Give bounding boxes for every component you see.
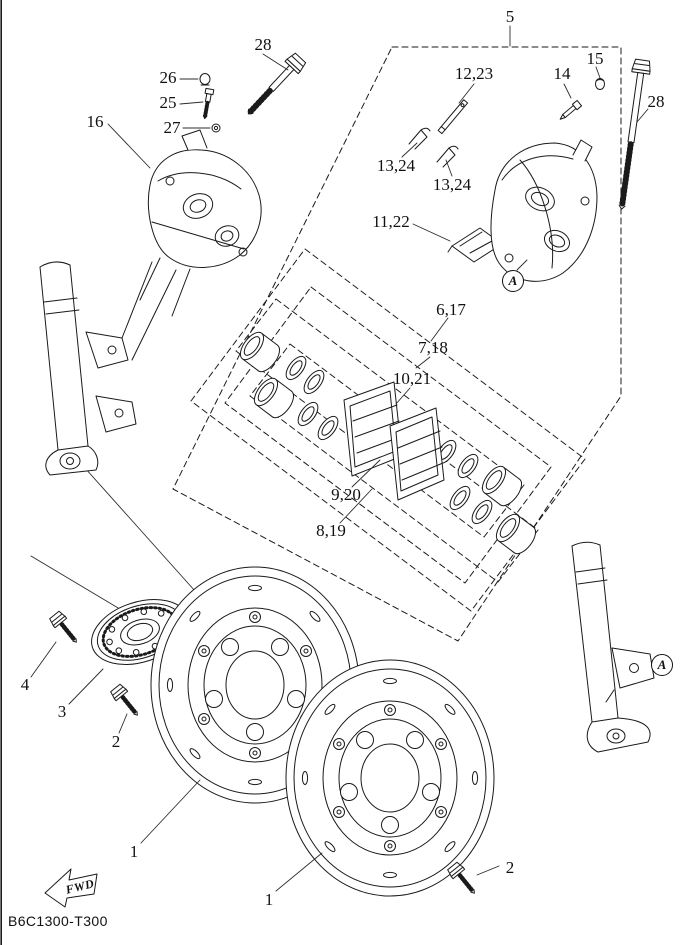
callout-6-17: 6,17: [436, 300, 466, 319]
piston-seal: [299, 366, 329, 398]
piston-seal: [445, 482, 475, 514]
bleed-cap-15: [595, 78, 605, 90]
callout-28-right: 28: [647, 92, 665, 111]
pad-pin-12-23: [437, 99, 469, 135]
seal-kit-boundary-9-20: [235, 298, 525, 538]
callout-5: 5: [505, 7, 515, 26]
marker-a-fork: A: [651, 654, 673, 676]
piston-seal: [313, 412, 343, 444]
callout-28-left: 28: [254, 35, 272, 54]
construction-lines: [30, 457, 213, 622]
callout-27: 27: [163, 118, 181, 137]
callout-1-right: 1: [264, 890, 274, 909]
brake-pad-inner-10-21: [389, 407, 445, 501]
bleed-screw-14: [559, 99, 583, 120]
bleed-screw-25: [202, 87, 215, 120]
callout-4: 4: [20, 675, 30, 694]
seal-kit-boundary-8-19: [249, 343, 539, 583]
piston-seal: [453, 450, 483, 482]
callout-16: 16: [86, 112, 104, 131]
pad-pin-clip-13-24-a: [408, 127, 431, 150]
callout-2-left: 2: [111, 732, 121, 751]
callout-7-18: 7,18: [418, 338, 448, 357]
callout-2-right: 2: [505, 858, 515, 877]
marker-a-caliper: A: [502, 270, 524, 292]
right-fork-leg: [571, 541, 655, 753]
diagram-code: B6C1300-T300: [8, 913, 108, 929]
callout-13-24-b: 13,24: [432, 175, 472, 194]
callout-12-23: 12,23: [454, 64, 494, 83]
washer-27: [211, 123, 221, 133]
piston-seal: [293, 398, 323, 430]
callout-8-19: 8,19: [316, 521, 346, 540]
caliper-bolt-28-left: [247, 52, 307, 115]
callout-13-24-a: 13,24: [376, 156, 416, 175]
callout-1-left: 1: [129, 842, 139, 861]
callout-9-20: 9,20: [331, 485, 361, 504]
callout-14: 14: [553, 64, 571, 83]
left-caliper-assembly: [139, 129, 262, 317]
callout-26: 26: [159, 68, 177, 87]
piston-seal: [467, 496, 497, 528]
fwd-arrow: [44, 868, 98, 908]
piston-seal: [281, 352, 311, 384]
pad-pin-clip-13-24-b: [436, 145, 459, 168]
caliper-piston: [235, 327, 285, 377]
callout-15: 15: [586, 49, 604, 68]
brake-disc-right: [285, 659, 495, 897]
seal-kit-boundary-6-17: [190, 248, 586, 612]
caliper-kit-boundary-5: [172, 46, 622, 642]
left-fork-leg: [39, 261, 177, 476]
callout-25: 25: [159, 93, 177, 112]
disc-bolt-4: [49, 610, 83, 647]
callout-11-22: 11,22: [372, 212, 410, 231]
bleed-screw-cap-26: [199, 73, 211, 86]
caliper-bolt-28-right: [618, 58, 651, 210]
callout-3: 3: [57, 702, 67, 721]
disc-bolt-2-right: [447, 861, 481, 898]
leader-lines: [30, 25, 649, 892]
right-caliper-body: [490, 139, 598, 282]
callout-10-21: 10,21: [392, 369, 432, 388]
caliper-piston: [249, 373, 299, 423]
